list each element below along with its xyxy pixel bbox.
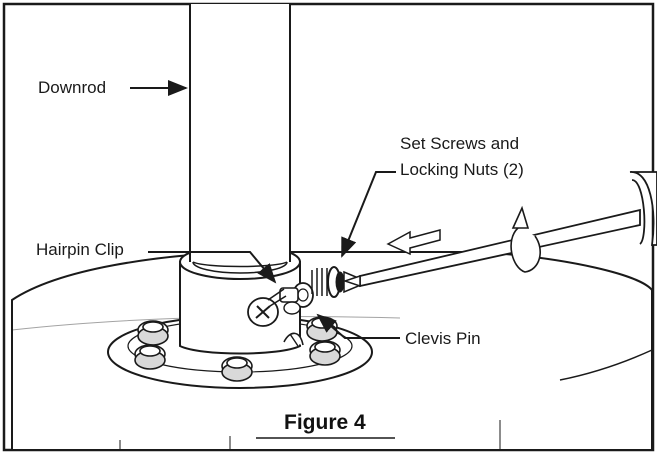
housing-seam bbox=[119, 420, 501, 450]
screwdriver bbox=[342, 171, 657, 288]
collar-screw-lower bbox=[283, 332, 304, 347]
bolt-5 bbox=[306, 316, 338, 342]
set-screws-label-line1: Set Screws and bbox=[400, 134, 520, 153]
hairpin-clip bbox=[267, 288, 287, 307]
bolt-3 bbox=[221, 356, 253, 382]
collar-screw bbox=[247, 297, 279, 327]
hairpin-leader bbox=[148, 251, 277, 284]
clevis-leader bbox=[316, 313, 400, 339]
flange-bolts bbox=[134, 316, 341, 382]
hairpin-clip-label: Hairpin Clip bbox=[36, 240, 124, 259]
downrod-label: Downrod bbox=[38, 78, 107, 97]
downrod-bottom bbox=[192, 261, 288, 268]
bolt-2 bbox=[134, 344, 166, 370]
set-screws-label-line2: Locking Nuts (2) bbox=[400, 160, 524, 179]
downrod-collar bbox=[179, 261, 301, 355]
bolt-1 bbox=[137, 320, 169, 346]
bolt-4 bbox=[309, 340, 341, 366]
set-screws-leader bbox=[341, 171, 396, 258]
clevis-pin bbox=[279, 282, 314, 315]
figure-caption: Figure 4 bbox=[281, 411, 369, 435]
insert-direction-arrow bbox=[386, 229, 441, 256]
rotation-arrow bbox=[510, 205, 541, 273]
housing-edge bbox=[559, 349, 653, 381]
downrod-pipe bbox=[190, 4, 290, 262]
clevis-pin-label: Clevis Pin bbox=[405, 329, 481, 348]
